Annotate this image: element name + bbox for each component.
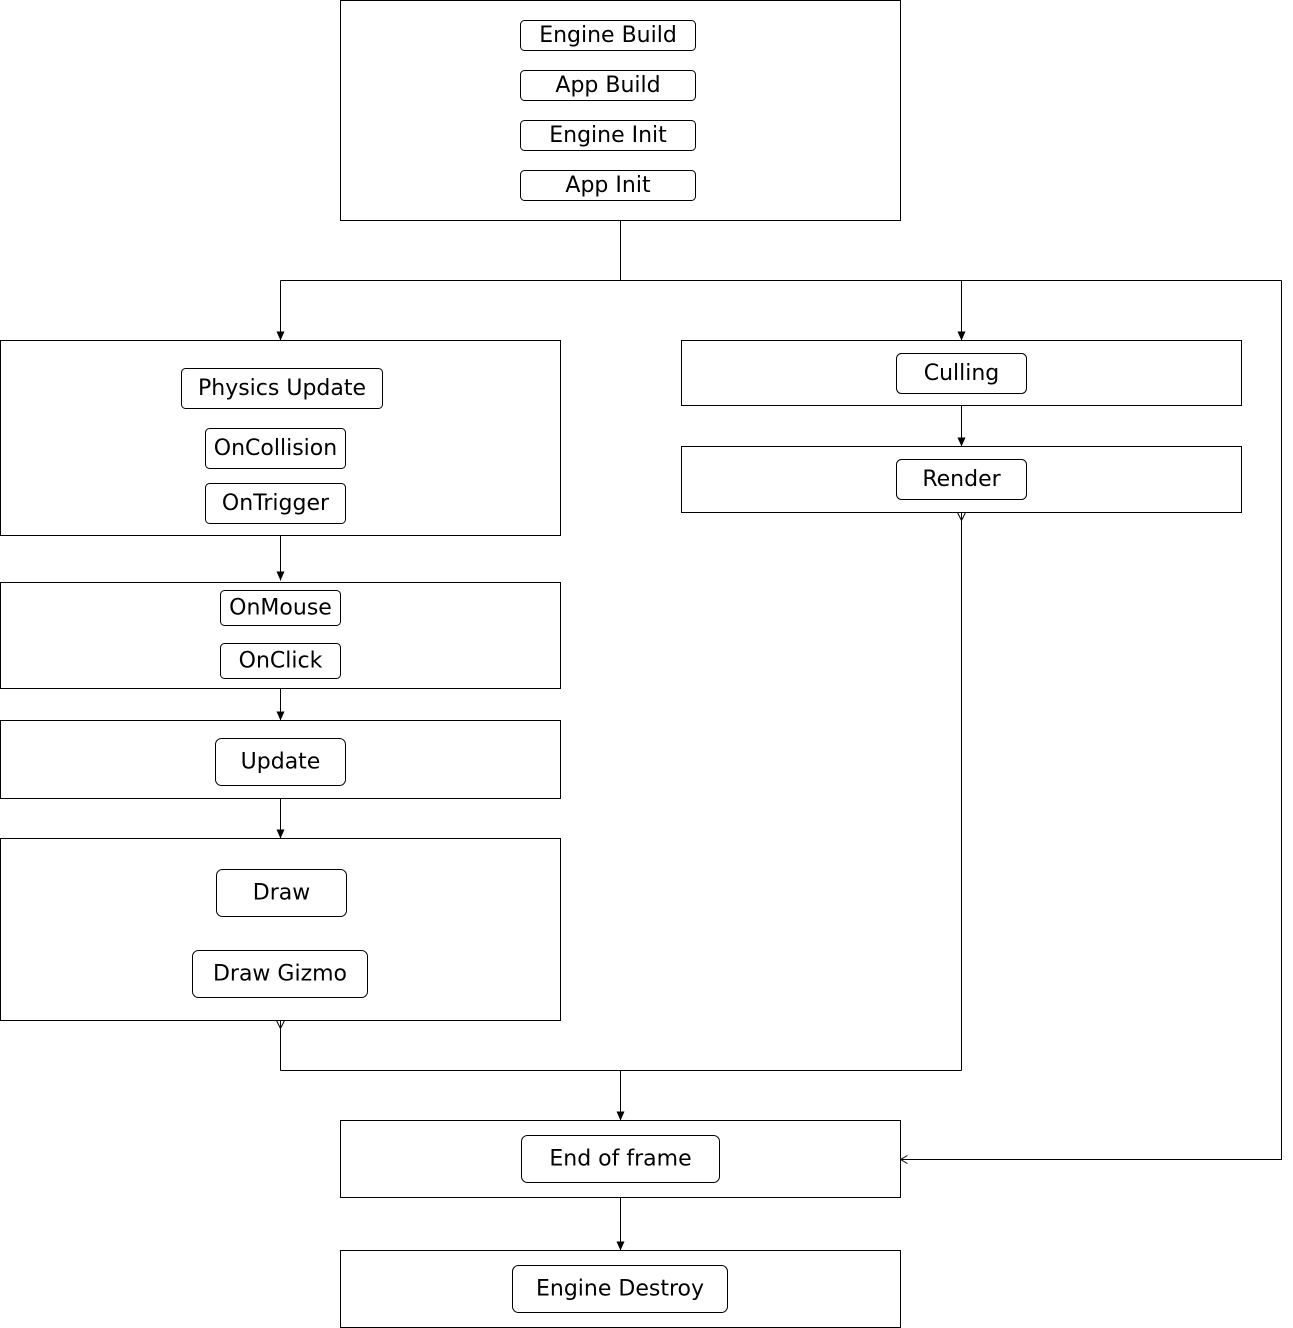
on-collision-label: OnCollision bbox=[214, 436, 337, 461]
render-group: Render bbox=[681, 446, 1242, 513]
update-node[interactable]: Update bbox=[215, 738, 346, 786]
end-of-frame-group: End of frame bbox=[340, 1120, 901, 1198]
engine-init-label: Engine Init bbox=[549, 123, 667, 148]
physics-update-node[interactable]: Physics Update bbox=[181, 368, 383, 409]
end-of-frame-node[interactable]: End of frame bbox=[521, 1135, 720, 1183]
on-collision-node[interactable]: OnCollision bbox=[205, 428, 346, 469]
app-init-label: App Init bbox=[565, 173, 651, 198]
edge-draw-tail-mark bbox=[276, 1020, 285, 1030]
draw-gizmo-node[interactable]: Draw Gizmo bbox=[192, 950, 368, 998]
edges bbox=[276, 220, 1282, 1251]
edge-split-to-end-of-frame bbox=[899, 280, 1282, 1164]
update-group: Update bbox=[0, 720, 561, 799]
on-trigger-label: OnTrigger bbox=[222, 491, 330, 516]
render-node[interactable]: Render bbox=[896, 459, 1027, 500]
render-label: Render bbox=[922, 467, 1001, 492]
draw-gizmo-label: Draw Gizmo bbox=[213, 962, 347, 987]
end-of-frame-label: End of frame bbox=[549, 1147, 691, 1172]
on-click-label: OnClick bbox=[239, 649, 323, 674]
culling-group: Culling bbox=[681, 340, 1242, 406]
destroy-group: Engine Destroy bbox=[340, 1250, 901, 1328]
engine-destroy-label: Engine Destroy bbox=[536, 1277, 704, 1302]
engine-build-node[interactable]: Engine Build bbox=[520, 20, 696, 51]
input-group: OnMouse OnClick bbox=[0, 582, 561, 689]
engine-destroy-node[interactable]: Engine Destroy bbox=[512, 1265, 728, 1313]
culling-node[interactable]: Culling bbox=[896, 353, 1027, 394]
on-mouse-node[interactable]: OnMouse bbox=[220, 590, 341, 626]
app-build-label: App Build bbox=[555, 73, 660, 98]
on-click-node[interactable]: OnClick bbox=[220, 643, 341, 679]
culling-label: Culling bbox=[924, 361, 1000, 386]
physics-update-label: Physics Update bbox=[198, 376, 366, 401]
edge-render-tail-mark bbox=[957, 512, 966, 522]
physics-group: Physics Update OnCollision OnTrigger bbox=[0, 340, 561, 536]
on-mouse-label: OnMouse bbox=[229, 596, 332, 621]
on-trigger-node[interactable]: OnTrigger bbox=[205, 483, 346, 524]
app-build-node[interactable]: App Build bbox=[520, 70, 696, 101]
draw-node[interactable]: Draw bbox=[216, 869, 347, 917]
app-init-node[interactable]: App Init bbox=[520, 170, 696, 201]
draw-group: Draw Draw Gizmo bbox=[0, 838, 561, 1021]
engine-init-node[interactable]: Engine Init bbox=[520, 120, 696, 151]
update-label: Update bbox=[241, 750, 321, 775]
draw-label: Draw bbox=[253, 881, 310, 906]
engine-build-label: Engine Build bbox=[539, 23, 677, 48]
init-group: Engine Build App Build Engine Init App I… bbox=[340, 0, 901, 221]
